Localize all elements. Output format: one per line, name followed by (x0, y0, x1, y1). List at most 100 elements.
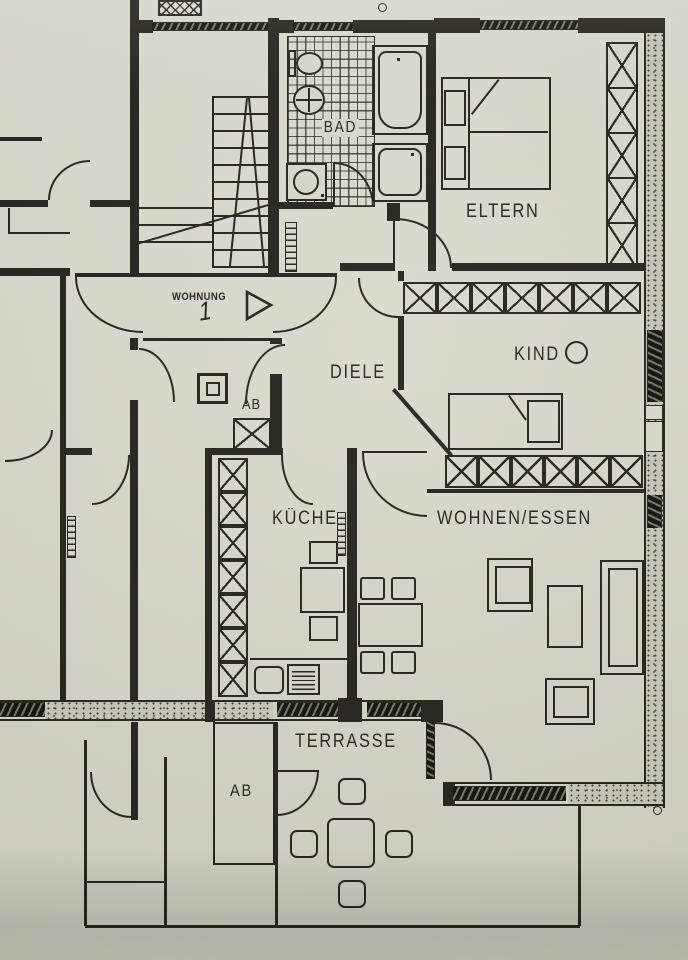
stair-tread (212, 249, 268, 251)
wall (8, 208, 10, 234)
armchair (487, 558, 533, 612)
door-leaf-open (426, 722, 435, 779)
wardrobe-unit (606, 42, 638, 89)
wardrobe-unit (610, 455, 643, 488)
storage-room (213, 722, 275, 865)
stair-tread (212, 198, 268, 200)
stair-tread (212, 130, 268, 132)
terrace-edge (578, 806, 581, 926)
wall (131, 722, 138, 820)
bathtub-inner (378, 51, 422, 129)
wall (278, 202, 333, 209)
wall (8, 232, 70, 234)
door-arc (395, 218, 452, 268)
chair (338, 880, 366, 908)
wardrobe-unit (606, 132, 638, 179)
wall (75, 273, 337, 277)
wall (205, 700, 215, 722)
wardrobe-unit (478, 455, 511, 488)
terrace-edge (85, 925, 580, 928)
chair (360, 651, 385, 674)
double-bed (441, 77, 551, 190)
toilet (296, 52, 323, 75)
window (367, 702, 421, 717)
sofa (600, 560, 644, 675)
door-arc (281, 455, 313, 505)
stair-tread (133, 224, 212, 226)
wall (0, 137, 42, 141)
chair (391, 577, 416, 600)
wardrobe-unit (539, 282, 573, 314)
window (647, 495, 662, 528)
nightstand (444, 90, 466, 126)
stair-tread (133, 241, 212, 243)
armchair-cushion (495, 566, 531, 604)
kitchen-cabinet (218, 594, 248, 628)
stair-tread (133, 207, 212, 209)
sink-cross (308, 88, 310, 112)
kitchen-sink (254, 666, 284, 694)
wardrobe-unit (505, 282, 539, 314)
radiator (337, 512, 346, 556)
wall (434, 18, 480, 33)
shower-inner (378, 148, 422, 196)
wall-edge (443, 804, 663, 806)
wardrobe-unit (437, 282, 471, 314)
room-label-wohnen: WOHNEN/ESSEN (437, 508, 593, 529)
wall (421, 700, 443, 722)
stair-tread (212, 232, 268, 234)
door-arc (362, 453, 427, 517)
room-label-ab-flur: AB (242, 396, 261, 413)
wall (84, 881, 165, 883)
door-leaf (362, 451, 427, 453)
dot (321, 194, 324, 197)
entrance-arrow-icon (245, 289, 274, 322)
window (277, 702, 338, 717)
room-label-eltern: ELTERN (466, 201, 540, 222)
bed-blanket-line (468, 131, 548, 133)
wall-edge (443, 782, 663, 784)
exterior-wall (45, 701, 205, 720)
kitchen-cabinet (218, 526, 248, 560)
door-stop-marker (653, 806, 662, 815)
drain-dot (411, 153, 414, 156)
wall (205, 448, 212, 720)
chair (338, 778, 366, 805)
wall (578, 18, 665, 33)
wardrobe-unit (606, 222, 638, 269)
room-label-bad: BAD (322, 119, 359, 137)
dining-table (358, 603, 423, 647)
room-circle-marker (565, 341, 588, 364)
sofa-cushion (608, 568, 638, 667)
wall (60, 276, 66, 700)
wall (427, 489, 645, 493)
column (197, 373, 228, 404)
diagonal-wall (391, 388, 453, 457)
wall-edge (663, 33, 665, 808)
window (453, 786, 566, 801)
room-label-ab-eg: AB (230, 781, 253, 800)
chimney-shaft-hatch (158, 0, 202, 16)
terrace-edge (275, 722, 278, 926)
wall (268, 18, 279, 274)
door-arc (90, 772, 131, 818)
armchair-cushion (553, 686, 589, 718)
wall-edge (644, 33, 646, 808)
room-label-kind: KIND (514, 344, 560, 365)
room-label-kueche: KÜCHE (272, 508, 338, 529)
door-arc (277, 770, 319, 816)
kitchen-cabinet (218, 662, 248, 697)
wall (90, 200, 130, 207)
wardrobe-unit (403, 282, 437, 314)
wall (340, 263, 395, 271)
single-bed (448, 393, 563, 450)
wardrobe-unit (573, 282, 607, 314)
wall (387, 203, 400, 221)
door-arc (245, 344, 285, 404)
room-label-terrasse: TERRASSE (295, 731, 397, 752)
coffee-table (547, 585, 583, 648)
window (480, 20, 578, 30)
wall (279, 20, 294, 33)
wardrobe-unit (606, 177, 638, 224)
